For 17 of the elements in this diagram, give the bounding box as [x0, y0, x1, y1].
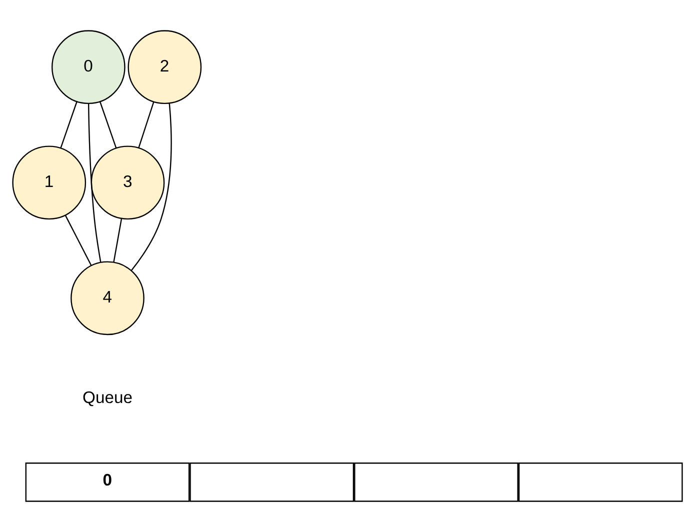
node-circle: 4	[70, 261, 144, 336]
connector	[113, 218, 122, 262]
node-circle: 0	[52, 30, 126, 104]
label: Queue	[82, 388, 133, 408]
connector	[64, 215, 92, 266]
node-box	[190, 462, 354, 502]
connector	[138, 102, 154, 148]
node-box	[518, 462, 683, 502]
connector	[99, 101, 117, 148]
connector	[60, 101, 78, 148]
node-circle: 2	[128, 30, 202, 104]
node-box	[354, 462, 518, 502]
node-box: 0	[25, 462, 190, 502]
connector	[130, 103, 172, 271]
connector	[88, 104, 102, 262]
node-circle: 3	[90, 146, 165, 220]
node-circle: 1	[12, 146, 86, 220]
